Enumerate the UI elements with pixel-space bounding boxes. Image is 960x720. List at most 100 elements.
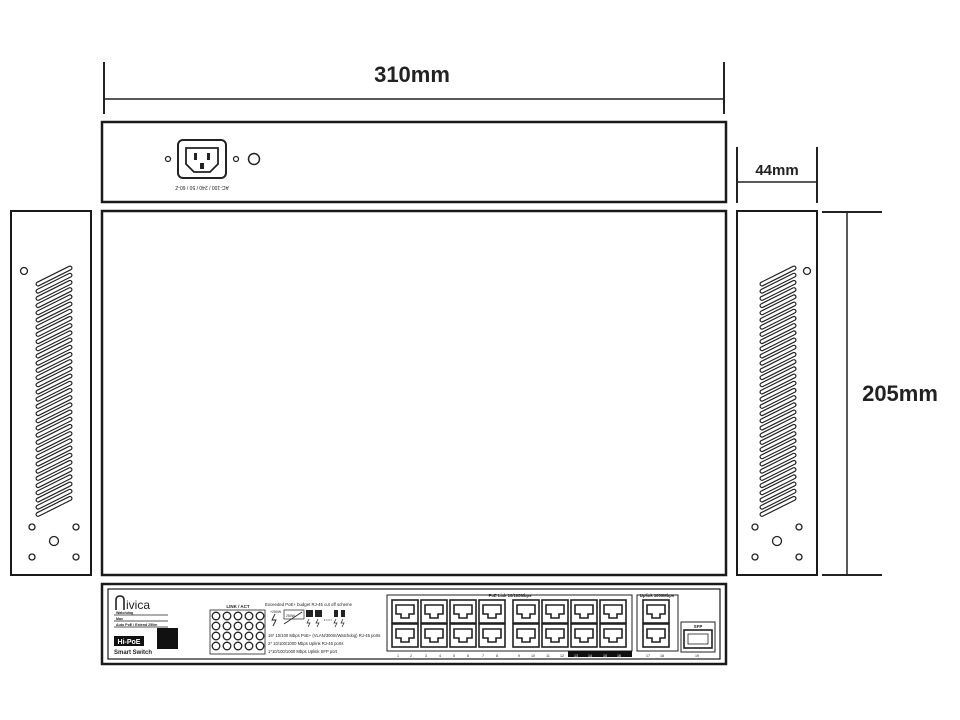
scheme-port-icon-1 <box>306 610 313 617</box>
vent-slot-inner <box>760 309 796 329</box>
height-label: 44mm <box>755 162 798 179</box>
vent-slot-inner <box>36 353 72 372</box>
rj45-port[interactable] <box>599 599 627 624</box>
right-screw-2 <box>795 523 803 531</box>
led-indicator <box>244 641 254 651</box>
vent-slot-inner <box>36 403 72 423</box>
rj45-port[interactable] <box>541 599 569 624</box>
scheme-box-label: 250W <box>286 614 296 618</box>
vent-slot-inner <box>36 453 72 473</box>
vent-slot-inner <box>36 302 72 322</box>
depth-label: 205mm <box>862 381 938 406</box>
rj45-port[interactable] <box>642 599 670 624</box>
vent-slot-inner <box>36 309 72 329</box>
rj45-port[interactable] <box>420 599 448 624</box>
port-number-label: 7 <box>482 654 484 658</box>
rj45-port[interactable] <box>391 599 419 624</box>
rj45-port-socket <box>646 628 666 643</box>
rj45-port-socket <box>516 628 536 643</box>
vent-slot-inner <box>760 389 796 408</box>
rj45-port[interactable] <box>449 623 477 648</box>
rj45-port[interactable] <box>570 623 598 648</box>
port-number-label: 3 <box>425 654 427 658</box>
port-number-label: 13 <box>574 654 578 658</box>
port-number-label: 6 <box>467 654 469 658</box>
scheme-value: +250W <box>270 610 282 614</box>
vent-slot-inner <box>36 295 72 315</box>
rj45-port[interactable] <box>512 623 540 648</box>
right-side-vents <box>759 265 797 517</box>
vent-slot-inner <box>760 482 796 502</box>
scheme-port-icon-2 <box>315 610 322 617</box>
port-number-label: 18 <box>660 654 664 658</box>
vent-slot-inner <box>760 497 796 516</box>
led-indicators <box>211 611 265 651</box>
rj45-port[interactable] <box>420 623 448 648</box>
led-group-frame <box>209 609 266 655</box>
port-number-label: 5 <box>453 654 455 658</box>
mode-switch-button[interactable] <box>157 628 178 649</box>
vent-slot-inner <box>760 396 796 415</box>
rj45-port[interactable] <box>478 599 506 624</box>
rj45-port-socket <box>453 628 473 643</box>
vent-slot-inner <box>760 324 796 343</box>
power-rating-label: AC-100 / 240 / 50 / 60-Z <box>175 184 229 190</box>
rj45-port[interactable] <box>599 623 627 648</box>
right-screw-3 <box>771 535 783 547</box>
rj45-port[interactable] <box>570 599 598 624</box>
led-group-label: LINK / ACT <box>226 604 250 609</box>
vent-slot-inner <box>36 345 72 365</box>
vent-slot-inner <box>760 374 796 394</box>
feature-uplink-ports: 2* 10/100/1000 Mbps Uplink RJ-45 ports <box>268 641 343 646</box>
rj45-port[interactable] <box>478 623 506 648</box>
rj45-port[interactable] <box>391 623 419 648</box>
rj45-port[interactable] <box>541 623 569 648</box>
led-indicator <box>222 641 232 651</box>
scheme-bolt-icon <box>271 613 277 627</box>
vent-slot-inner <box>36 432 72 451</box>
vent-slot-inner <box>36 425 72 444</box>
vent-slot-inner <box>760 432 796 451</box>
scheme-budget-box <box>283 609 305 620</box>
product-name: Smart Switch <box>114 650 152 656</box>
power-pin-ground <box>200 163 204 169</box>
vent-slot-inner <box>760 338 796 358</box>
left-screw-4 <box>28 553 36 561</box>
left-screw-3 <box>48 535 60 547</box>
vent-slot-inner <box>36 468 72 487</box>
poe-group-label: PoE Link 10/100Mbps <box>489 593 532 598</box>
rj45-port[interactable] <box>449 599 477 624</box>
right-screw-5 <box>795 553 803 561</box>
led-indicator <box>244 611 254 621</box>
vent-slot-inner <box>36 381 72 401</box>
vent-slot-inner <box>36 360 72 379</box>
rj45-port[interactable] <box>642 623 670 648</box>
vent-slot-inner <box>760 461 796 480</box>
led-indicator <box>233 621 243 631</box>
feature-poe-ports: 16* 10/100 Mbps PoE+ (VLAN/300m/Watchdog… <box>268 633 380 638</box>
vent-slot-inner <box>36 331 72 351</box>
rj45-port-socket <box>395 604 415 619</box>
scheme-bolt-icon-4 <box>333 618 338 628</box>
power-socket-inner <box>185 147 219 173</box>
scheme-diagram: +250W 250W <box>270 609 345 628</box>
led-indicator <box>255 611 265 621</box>
vent-slot-inner <box>36 410 72 430</box>
rj45-port-socket <box>545 604 565 619</box>
width-label: 310mm <box>374 62 450 87</box>
led-indicator <box>255 631 265 641</box>
port-number-label: 2 <box>410 654 412 658</box>
left-screw-5 <box>72 553 80 561</box>
rear-panel: AC-100 / 240 / 50 / 60-Z <box>100 120 728 204</box>
vent-slot-inner <box>36 497 72 516</box>
vent-slot-inner <box>760 345 796 365</box>
brand-logo-mark <box>115 595 125 610</box>
sfp-port[interactable] <box>683 629 713 649</box>
uplink-port-group-frame <box>636 594 679 652</box>
rj45-port[interactable] <box>512 599 540 624</box>
rj45-ports <box>391 599 670 648</box>
port-number-label: 14 <box>588 654 592 658</box>
vent-slot-inner <box>760 288 796 307</box>
